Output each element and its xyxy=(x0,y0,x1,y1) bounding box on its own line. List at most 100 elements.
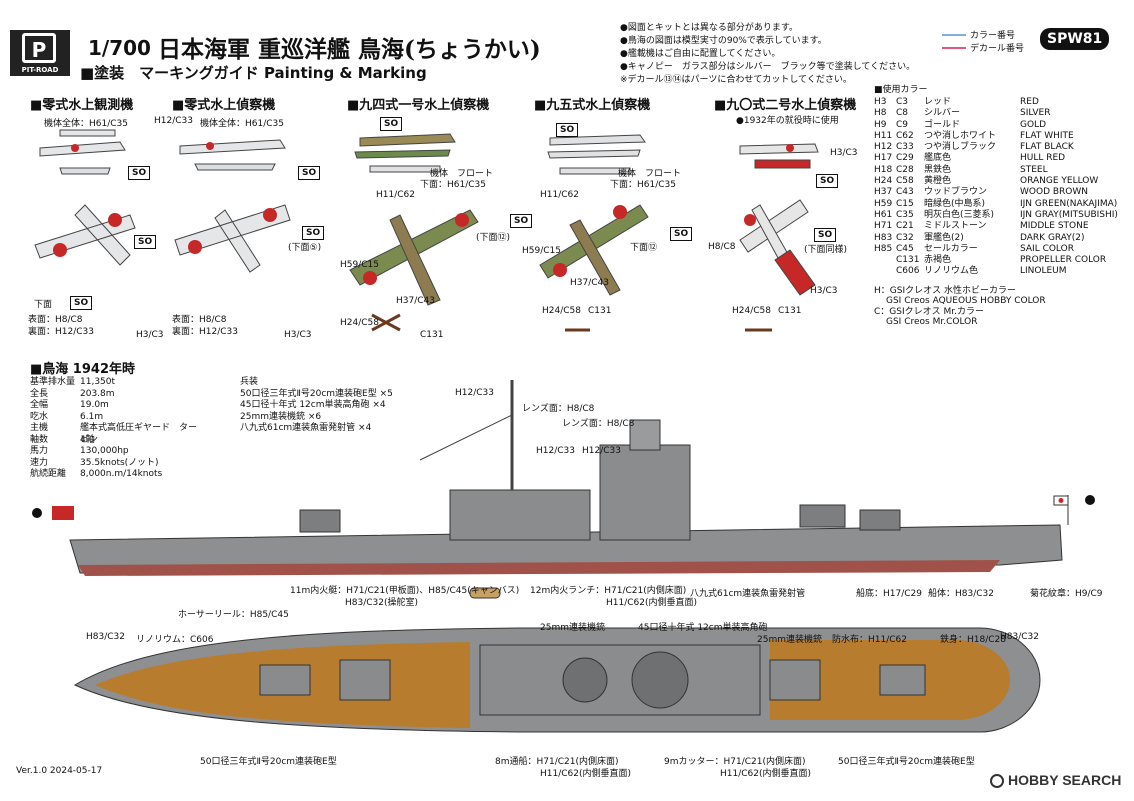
label: H12/C33 xyxy=(582,446,621,456)
h-code: H3 xyxy=(874,97,887,107)
h-code: H71 xyxy=(874,221,893,232)
label: H11/C62 xyxy=(540,190,579,200)
armament-title: 兵装 xyxy=(240,377,259,387)
c-code: C3 xyxy=(896,97,909,107)
so-decal-badge: SO xyxy=(128,166,151,180)
label: H37/C43 xyxy=(570,278,609,288)
notes-list: ●図面とキットとは異なる部分があります。 ●鳥海の図面は模型実寸の90%で表示し… xyxy=(620,22,915,87)
decal-2-marker xyxy=(1085,495,1095,505)
watermark: HOBBY SEARCH xyxy=(990,772,1121,788)
spec-key: 全幅 xyxy=(30,400,49,410)
label: 下面：H61/C35 xyxy=(610,180,676,190)
aircraft-5-title: ■九〇式二号水上偵察機 xyxy=(714,98,857,113)
hinomaru xyxy=(188,240,202,254)
aircraft-2-title: ■零式水上偵察機 xyxy=(172,98,276,113)
hinomaru xyxy=(53,243,67,257)
color-name-en: IJN GRAY(MITSUBISHI) xyxy=(1020,209,1118,220)
h-code: H11 xyxy=(874,130,893,141)
label: 45口径十年式 12cm単装高角砲 xyxy=(638,623,768,633)
hobby-search-icon xyxy=(990,774,1004,788)
color-name-en: FLAT BLACK xyxy=(1020,142,1074,153)
so-decal-badge: SO xyxy=(302,226,325,240)
h-code: H12 xyxy=(874,142,893,153)
h-code: H17 xyxy=(874,153,893,164)
label: 11m内火艇：H71/C21(甲板面)、H85/C45(キャンバス) xyxy=(290,586,520,596)
h-code: H18 xyxy=(874,164,893,175)
footnote: H：GSIクレオス 水性ホビーカラー xyxy=(874,285,1016,296)
label: ホーサーリール：H85/C45 xyxy=(178,610,289,620)
c-code: C58 xyxy=(896,176,914,187)
color-name-en: ORANGE YELLOW xyxy=(1020,176,1099,187)
aircraft-1 xyxy=(34,129,136,266)
spec-key: 基準排水量 xyxy=(30,377,76,387)
label: H24/C58 xyxy=(340,318,379,328)
h-code: H59 xyxy=(874,198,893,209)
label: 25mm連装機銃 xyxy=(757,635,822,645)
so-decal-badge: SO xyxy=(380,117,403,131)
note: ※デカール⑬⑭はパーツに合わせてカットしてください。 xyxy=(620,75,852,85)
label: 防水布：H11/C62 xyxy=(832,635,907,645)
armament-item: 50口径三年式Ⅱ号20cm連装砲E型 ×5 xyxy=(240,388,393,399)
spec-value: 4軸 xyxy=(80,434,95,445)
hinomaru xyxy=(553,263,567,277)
spec-value: 6.1m xyxy=(80,411,104,422)
legend-key: カラー番号 デカール番号 xyxy=(942,28,1024,54)
so-decal-badge: SO xyxy=(134,235,157,249)
label: H59/C15 xyxy=(340,260,379,270)
spec-value: 11,350t xyxy=(80,377,116,387)
label: 25mm連装機銃 xyxy=(540,623,605,633)
color-name-en: LINOLEUM xyxy=(1020,266,1067,277)
label: 下面⑫ xyxy=(630,243,658,253)
h-code xyxy=(874,255,896,266)
so-decal-badge: SO xyxy=(814,228,837,242)
footnote: GSI Creos AQUEOUS HOBBY COLOR xyxy=(886,296,1046,307)
hinomaru xyxy=(108,213,122,227)
label: H12/C33 xyxy=(536,446,575,456)
aircraft-illustrations xyxy=(34,129,819,332)
color-name-en: RED xyxy=(1020,97,1039,107)
so-decal-badge: SO xyxy=(510,214,533,228)
decal-line-swatch xyxy=(942,46,966,49)
label: H24/C58 xyxy=(542,306,581,316)
c-code: C35 xyxy=(896,209,914,220)
c-code: C32 xyxy=(896,232,914,243)
spec-key: 軸数 xyxy=(30,434,49,445)
color-name-jp: 黒鉄色 xyxy=(924,164,952,175)
color-name-en: HULL RED xyxy=(1020,153,1066,164)
label: 機体全体：H61/C35 xyxy=(200,119,284,129)
hinomaru xyxy=(71,144,79,152)
color-name-jp: ゴールド xyxy=(924,119,961,130)
label: ●1932年の就役時に使用 xyxy=(736,116,839,126)
label: 船体：H83/C32 xyxy=(928,589,994,599)
colors-table-title: ■使用カラー xyxy=(874,85,928,95)
label: H83/C32 xyxy=(1000,632,1039,642)
color-name-en: DARK GRAY(2) xyxy=(1020,232,1085,243)
spec-key: 馬力 xyxy=(30,446,49,456)
label: H11/C62(内側垂直面) xyxy=(606,598,698,608)
so-decal-badge: SO xyxy=(816,174,839,188)
legend-decal-number: デカール番号 xyxy=(970,44,1025,54)
logo-mark: P xyxy=(22,33,56,63)
ship-drawings xyxy=(32,380,1095,733)
label: H11/C62(内側垂直面) xyxy=(540,769,632,779)
h-code: H8 xyxy=(874,108,887,119)
color-name-en: IJN GREEN(NAKAJIMA) xyxy=(1020,198,1118,209)
spec-value: 8,000n.m/14knots xyxy=(80,469,163,479)
label: 下面 xyxy=(34,300,53,310)
c-code: C28 xyxy=(896,164,914,175)
page-subtitle: ■塗装 マーキングガイド Painting & Marking xyxy=(80,64,427,82)
ship-side-profile xyxy=(32,380,1095,576)
label: 機体 フロート xyxy=(618,169,682,179)
armament-item: 25mm連装機銃 ×6 xyxy=(240,411,322,422)
legend-color-number: カラー番号 xyxy=(970,31,1016,41)
color-name-jp: 艦底色 xyxy=(924,153,952,164)
